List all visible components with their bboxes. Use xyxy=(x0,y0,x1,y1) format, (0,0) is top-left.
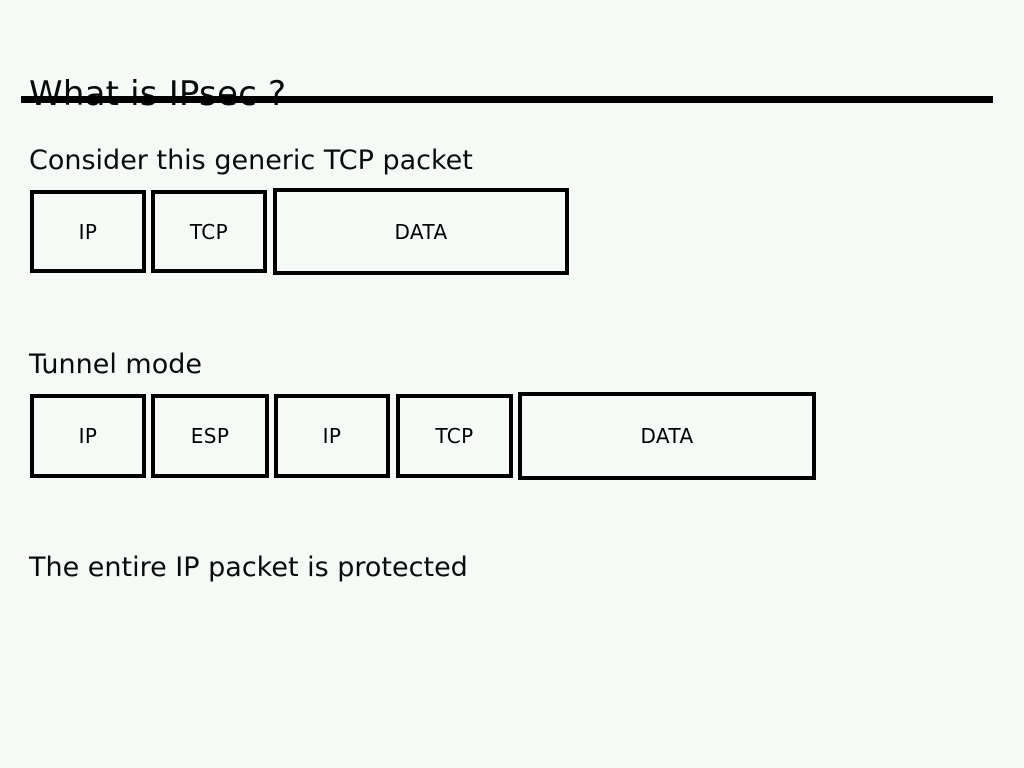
packet-field-label: IP xyxy=(78,424,98,448)
packet-field-label: IP xyxy=(322,424,342,448)
title-underline-rule xyxy=(21,96,993,103)
packet-field-label: DATA xyxy=(394,219,448,244)
page-title: What is IPsec ? xyxy=(29,73,287,114)
packet-field-ip-1: IP xyxy=(30,190,146,273)
packet-field-esp-2: ESP xyxy=(151,394,269,478)
packet-field-data-5: DATA xyxy=(518,392,816,480)
packet-field-ip-3: IP xyxy=(274,394,390,478)
caption-generic-packet: Consider this generic TCP packet xyxy=(29,145,473,176)
packet-field-label: TCP xyxy=(189,219,229,244)
packet-field-tcp-4: TCP xyxy=(396,394,513,478)
caption-protection-note: The entire IP packet is protected xyxy=(29,552,468,583)
packet-field-ip-1: IP xyxy=(30,394,146,478)
packet-field-tcp-2: TCP xyxy=(151,190,267,273)
caption-tunnel-mode: Tunnel mode xyxy=(29,349,202,380)
packet-field-data-3: DATA xyxy=(273,188,569,275)
packet-field-label: DATA xyxy=(640,424,694,448)
packet-field-label: TCP xyxy=(435,424,474,448)
packet-field-label: ESP xyxy=(190,424,230,448)
packet-field-label: IP xyxy=(78,219,98,244)
